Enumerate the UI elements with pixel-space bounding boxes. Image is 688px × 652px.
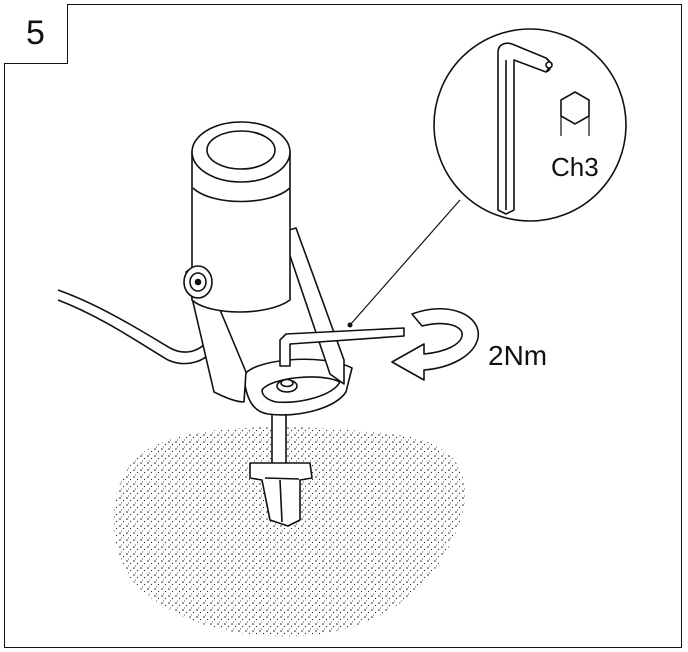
hex-key-in-use <box>279 327 405 367</box>
rotation-arrow-icon <box>391 308 479 381</box>
cable <box>57 289 216 365</box>
pivot-knob <box>183 265 213 299</box>
step-number-box: 5 <box>4 4 68 64</box>
detail-zoom-circle <box>433 28 627 222</box>
hex-key-size-label: Ch3 <box>551 152 599 182</box>
hexagon-icon <box>560 91 590 136</box>
torque-label: 2Nm <box>488 340 548 371</box>
detail-leader-line <box>349 199 461 326</box>
step-number: 5 <box>26 14 45 52</box>
ground-area <box>113 427 466 637</box>
spotlight-body <box>191 121 291 313</box>
hex-key-icon <box>497 42 553 215</box>
ground-spike <box>249 409 313 527</box>
